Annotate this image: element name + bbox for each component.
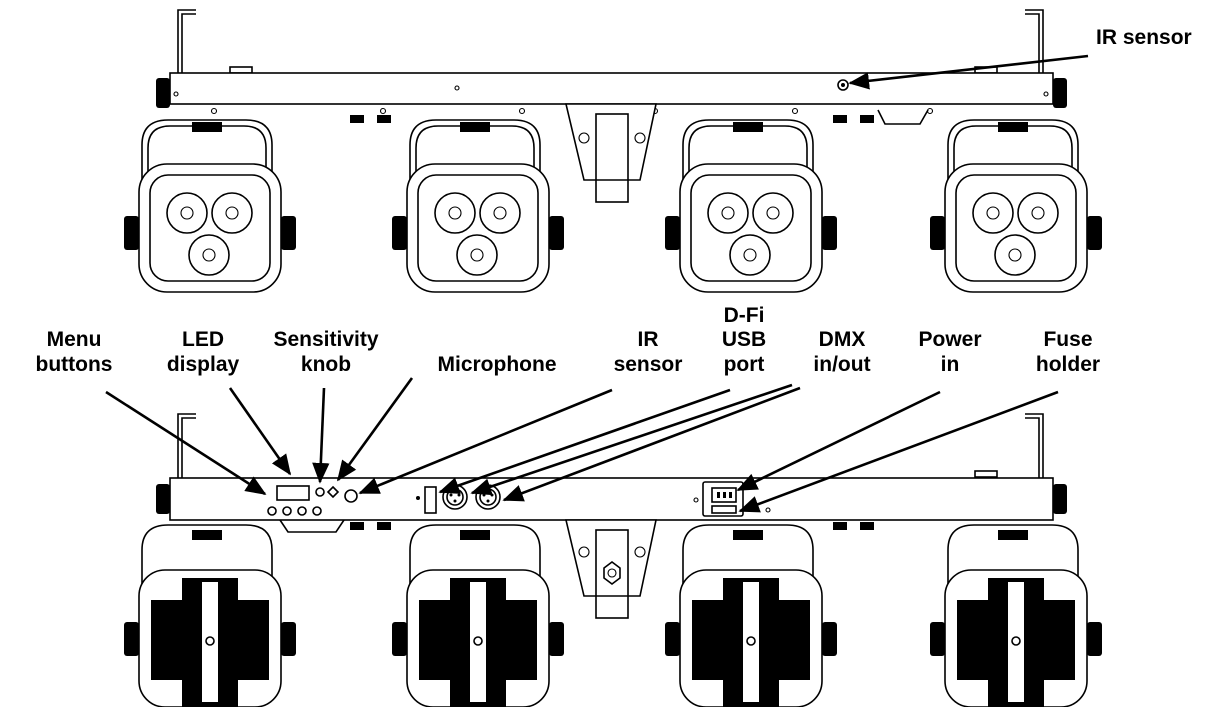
label-dmx-in-out-2: in/out [813, 353, 870, 376]
left-bracket [177, 9, 196, 74]
fixture-head-rear-4 [930, 524, 1102, 707]
label-dfi-usb-port-1: D-Fi [724, 304, 765, 327]
leader-led-display [228, 387, 292, 476]
label-menu-buttons-1: Menu [47, 328, 102, 351]
leader-lines [105, 54, 1089, 513]
label-sensitivity-knob-1: Sensitivity [273, 328, 378, 351]
microphone [326, 485, 340, 499]
leader-ir-sensor-top [848, 54, 1089, 90]
label-dfi-usb-port-2: USB [722, 328, 766, 351]
leader-sensitivity-knob [312, 387, 330, 484]
fixture-head-rear-2 [392, 524, 564, 707]
center-bracket-front [564, 103, 657, 181]
front-view [156, 9, 1067, 203]
light-bar-rear [169, 477, 1054, 521]
fixture-head-front-1 [124, 119, 296, 293]
label-sensitivity-knob-2: knob [301, 353, 351, 376]
fixture-head-front-3 [665, 119, 837, 293]
usb-port[interactable] [424, 486, 437, 514]
fuse-holder[interactable] [711, 505, 737, 514]
leader-microphone [336, 377, 414, 482]
label-dmx-in-out-1: DMX [819, 328, 866, 351]
led-display [276, 485, 310, 501]
menu-buttons[interactable] [267, 506, 322, 516]
leader-dmx-out [502, 386, 801, 502]
label-ir-sensor-top: IR sensor [1096, 26, 1192, 49]
label-ir-sensor-1: IR [638, 328, 659, 351]
label-microphone: Microphone [438, 353, 557, 376]
leader-power-in [736, 390, 941, 492]
fixture-head-rear-3 [665, 524, 837, 707]
left-bracket-rear [177, 413, 196, 478]
label-dfi-usb-port-3: port [724, 353, 765, 376]
rear-view [156, 413, 1067, 619]
leader-ir-sensor [358, 388, 613, 495]
label-fuse-holder-2: holder [1036, 353, 1100, 376]
leader-usb-port [438, 388, 731, 494]
fixture-head-front-4 [930, 119, 1102, 293]
fixture-head-rear-1 [124, 524, 296, 707]
sensitivity-knob[interactable] [315, 487, 325, 497]
label-menu-buttons-2: buttons [36, 353, 113, 376]
label-power-in-1: Power [918, 328, 981, 351]
label-led-display-1: LED [182, 328, 224, 351]
label-fuse-holder-1: Fuse [1043, 328, 1092, 351]
right-bracket-rear [1025, 413, 1044, 478]
leader-dmx-in [470, 383, 793, 496]
bar-knob-right [1053, 78, 1067, 108]
label-power-in-2: in [941, 353, 960, 376]
leader-menu-buttons [105, 390, 267, 496]
bar-knob-left [156, 78, 170, 108]
leader-fuse-holder [738, 390, 1059, 513]
label-ir-sensor-2: sensor [614, 353, 683, 376]
label-led-display-2: display [167, 353, 240, 376]
fixture-head-front-2 [392, 119, 564, 293]
right-bracket [1025, 9, 1044, 74]
ir-sensor-rear [344, 489, 358, 503]
light-bar-front [169, 72, 1054, 105]
